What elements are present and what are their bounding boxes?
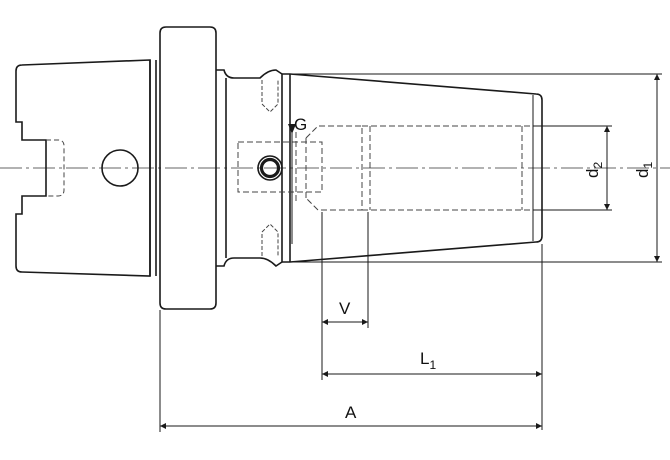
v-dimension [321, 212, 369, 328]
flange [159, 26, 217, 310]
v-label: V [339, 299, 351, 318]
g-label: G [294, 115, 307, 134]
l1-label: L1 [420, 349, 436, 372]
shank-hidden-slot [46, 139, 65, 197]
d2-dimension [533, 125, 612, 211]
l1-dimension [321, 244, 543, 430]
tapered-body [282, 73, 543, 263]
hidden-bore [237, 125, 533, 211]
g-arrow-icon [288, 124, 296, 134]
hidden-clamp-screws [261, 80, 279, 256]
d1-dimension [290, 73, 662, 263]
shank [15, 59, 157, 277]
set-screw-icon [257, 155, 283, 181]
set-screw-inner [259, 157, 281, 179]
shank-cross-hole [101, 149, 139, 187]
d2-label: d2 [583, 162, 605, 178]
a-dimension [159, 310, 542, 432]
d1-label: d1 [633, 162, 655, 178]
a-label: A [345, 403, 357, 422]
